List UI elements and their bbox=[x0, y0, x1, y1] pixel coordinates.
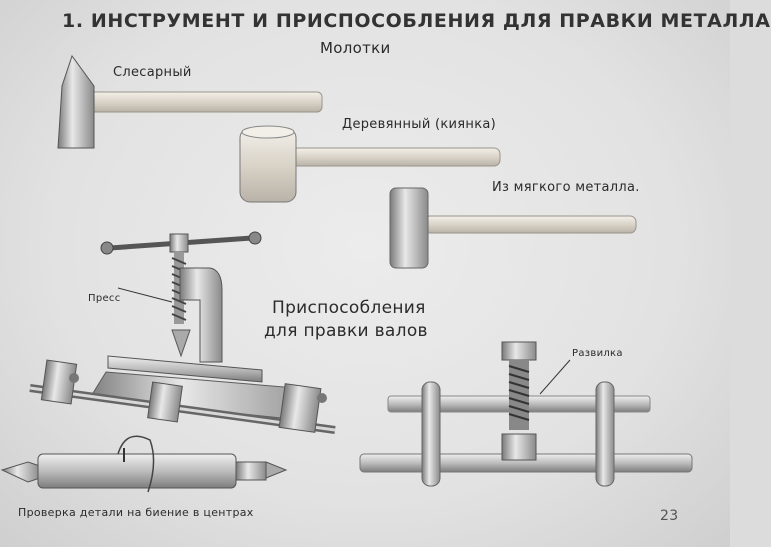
fixtures-heading-line2: для правки валов bbox=[264, 321, 428, 341]
fixtures-heading-line1: Приспособления bbox=[272, 298, 426, 318]
soft-metal-hammer-icon bbox=[389, 187, 637, 269]
locksmith-hammer-label: Слесарный bbox=[113, 65, 192, 80]
fork-icon bbox=[359, 341, 693, 487]
hammers-subtitle: Молотки bbox=[320, 39, 391, 57]
fork-label: Развилка bbox=[572, 348, 623, 359]
illustration bbox=[0, 54, 693, 493]
straightening-bed-icon bbox=[29, 355, 336, 434]
page-number: 23 bbox=[660, 508, 679, 524]
press-label: Пресс bbox=[88, 293, 121, 304]
wooden-mallet-icon bbox=[239, 125, 501, 203]
runout-check-icon bbox=[0, 435, 288, 493]
slide-title: 1. ИНСТРУМЕНТ И ПРИСПОСОБЛЕНИЯ ДЛЯ ПРАВК… bbox=[62, 10, 771, 32]
locksmith-hammer-icon bbox=[57, 54, 323, 149]
soft-metal-hammer-label: Из мягкого металла. bbox=[492, 180, 640, 195]
press-icon bbox=[100, 231, 262, 363]
wooden-mallet-label: Деревянный (киянка) bbox=[342, 117, 497, 132]
runout-check-caption: Проверка детали на биение в центрах bbox=[18, 506, 254, 519]
